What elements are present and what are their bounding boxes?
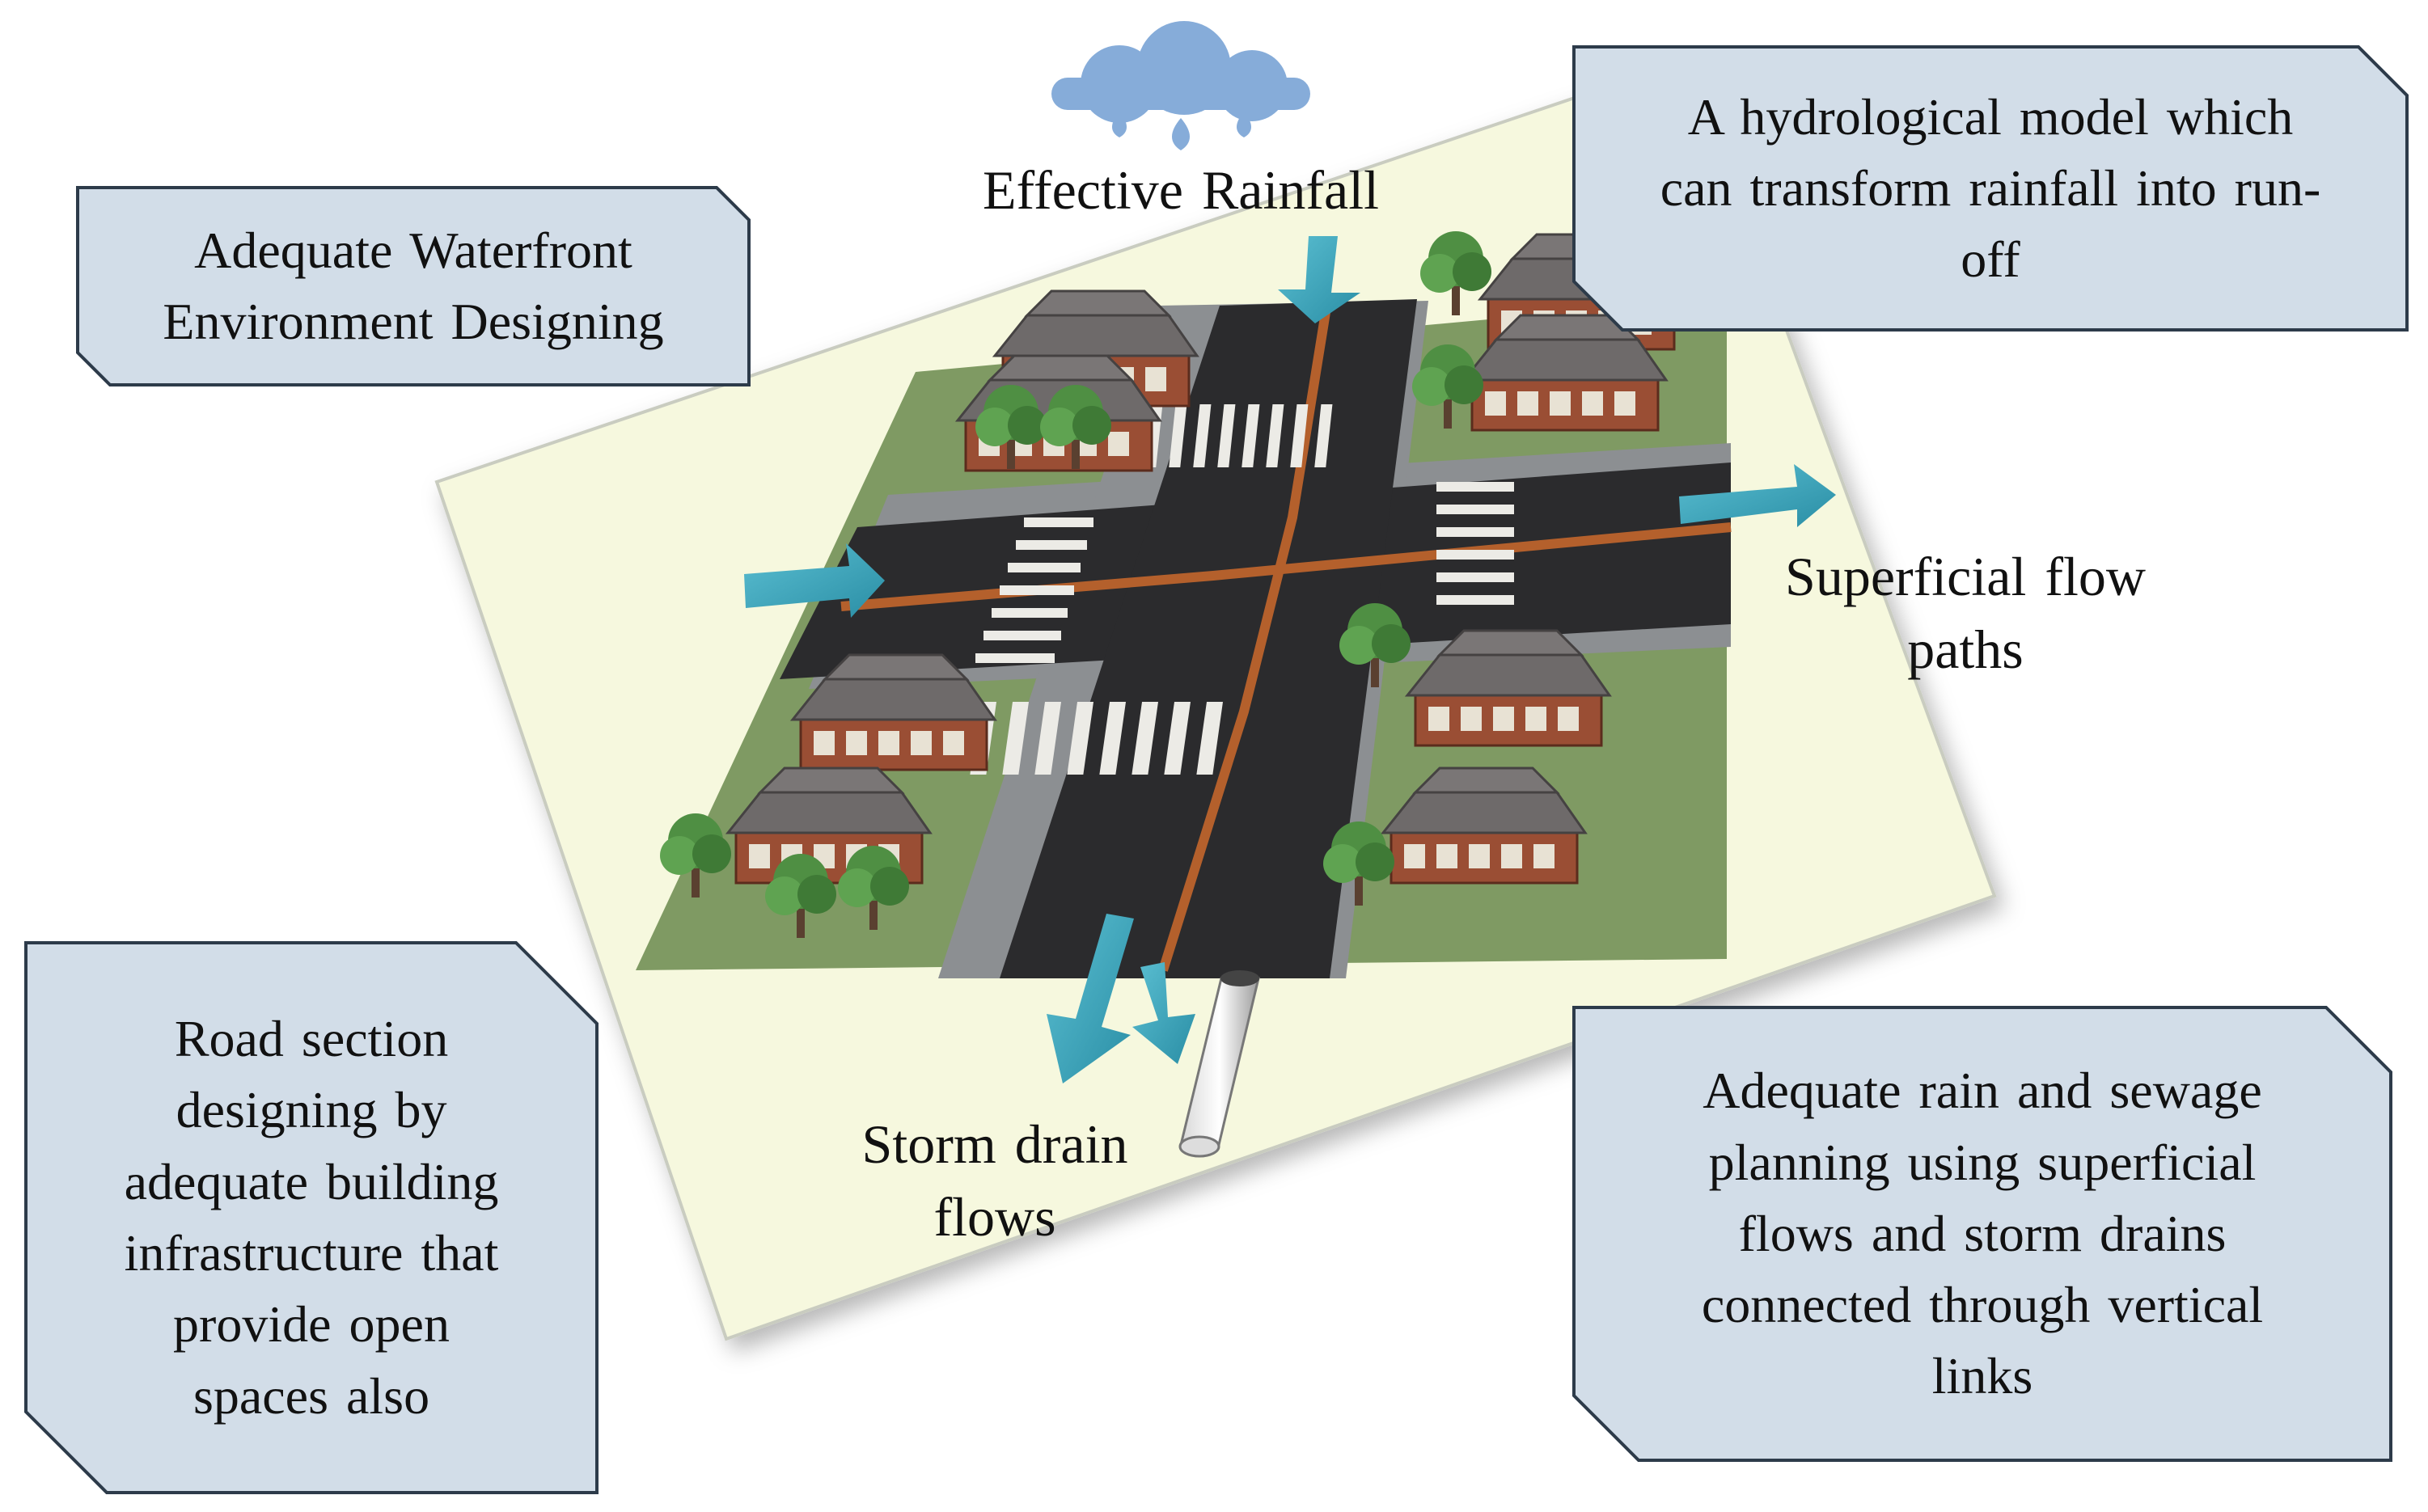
callout-text: Adequate Waterfront Environment Designin…	[163, 221, 664, 350]
callout-text: A hydrological model which can transform…	[1660, 87, 2321, 289]
callout-border	[1572, 1006, 2392, 1462]
crosswalk-bottom	[970, 702, 1224, 775]
callout-road-section: Road section designing by adequate build…	[24, 941, 599, 1494]
callout-text: Road section designing by adequate build…	[124, 1010, 499, 1425]
callout-border	[76, 186, 751, 386]
drain-line-vertical	[1158, 306, 1331, 972]
callout-rain-sewage: Adequate rain and sewage planning using …	[1572, 1006, 2392, 1462]
callout-waterfront: Adequate Waterfront Environment Designin…	[76, 186, 751, 386]
callout-border	[24, 941, 599, 1494]
flow-arrow-storm-2	[1132, 962, 1195, 1064]
callout-border	[1572, 45, 2409, 332]
callout-text: Adequate rain and sewage planning using …	[1701, 1062, 2264, 1405]
storm-drain-label: Storm drain flows	[861, 1113, 1128, 1248]
effective-rainfall-label: Effective Rainfall	[983, 159, 1379, 221]
callout-hydrological-model: A hydrological model which can transform…	[1572, 45, 2409, 332]
crosswalk-right	[1436, 482, 1514, 605]
crosswalk-left	[975, 517, 1093, 663]
flow-arrow-down	[1278, 236, 1360, 323]
drain-line-horizontal	[840, 522, 1732, 611]
flow-arrow-storm-1	[1047, 914, 1134, 1083]
road-vertical	[1000, 299, 1417, 978]
flow-arrow-left-in	[744, 543, 885, 618]
rain-cloud-icon	[1051, 21, 1310, 150]
storm-drain-pipe	[1178, 970, 1260, 1158]
flow-arrow-right-out	[1679, 464, 1836, 527]
superficial-flow-label: Superficial flow paths	[1785, 546, 2146, 681]
